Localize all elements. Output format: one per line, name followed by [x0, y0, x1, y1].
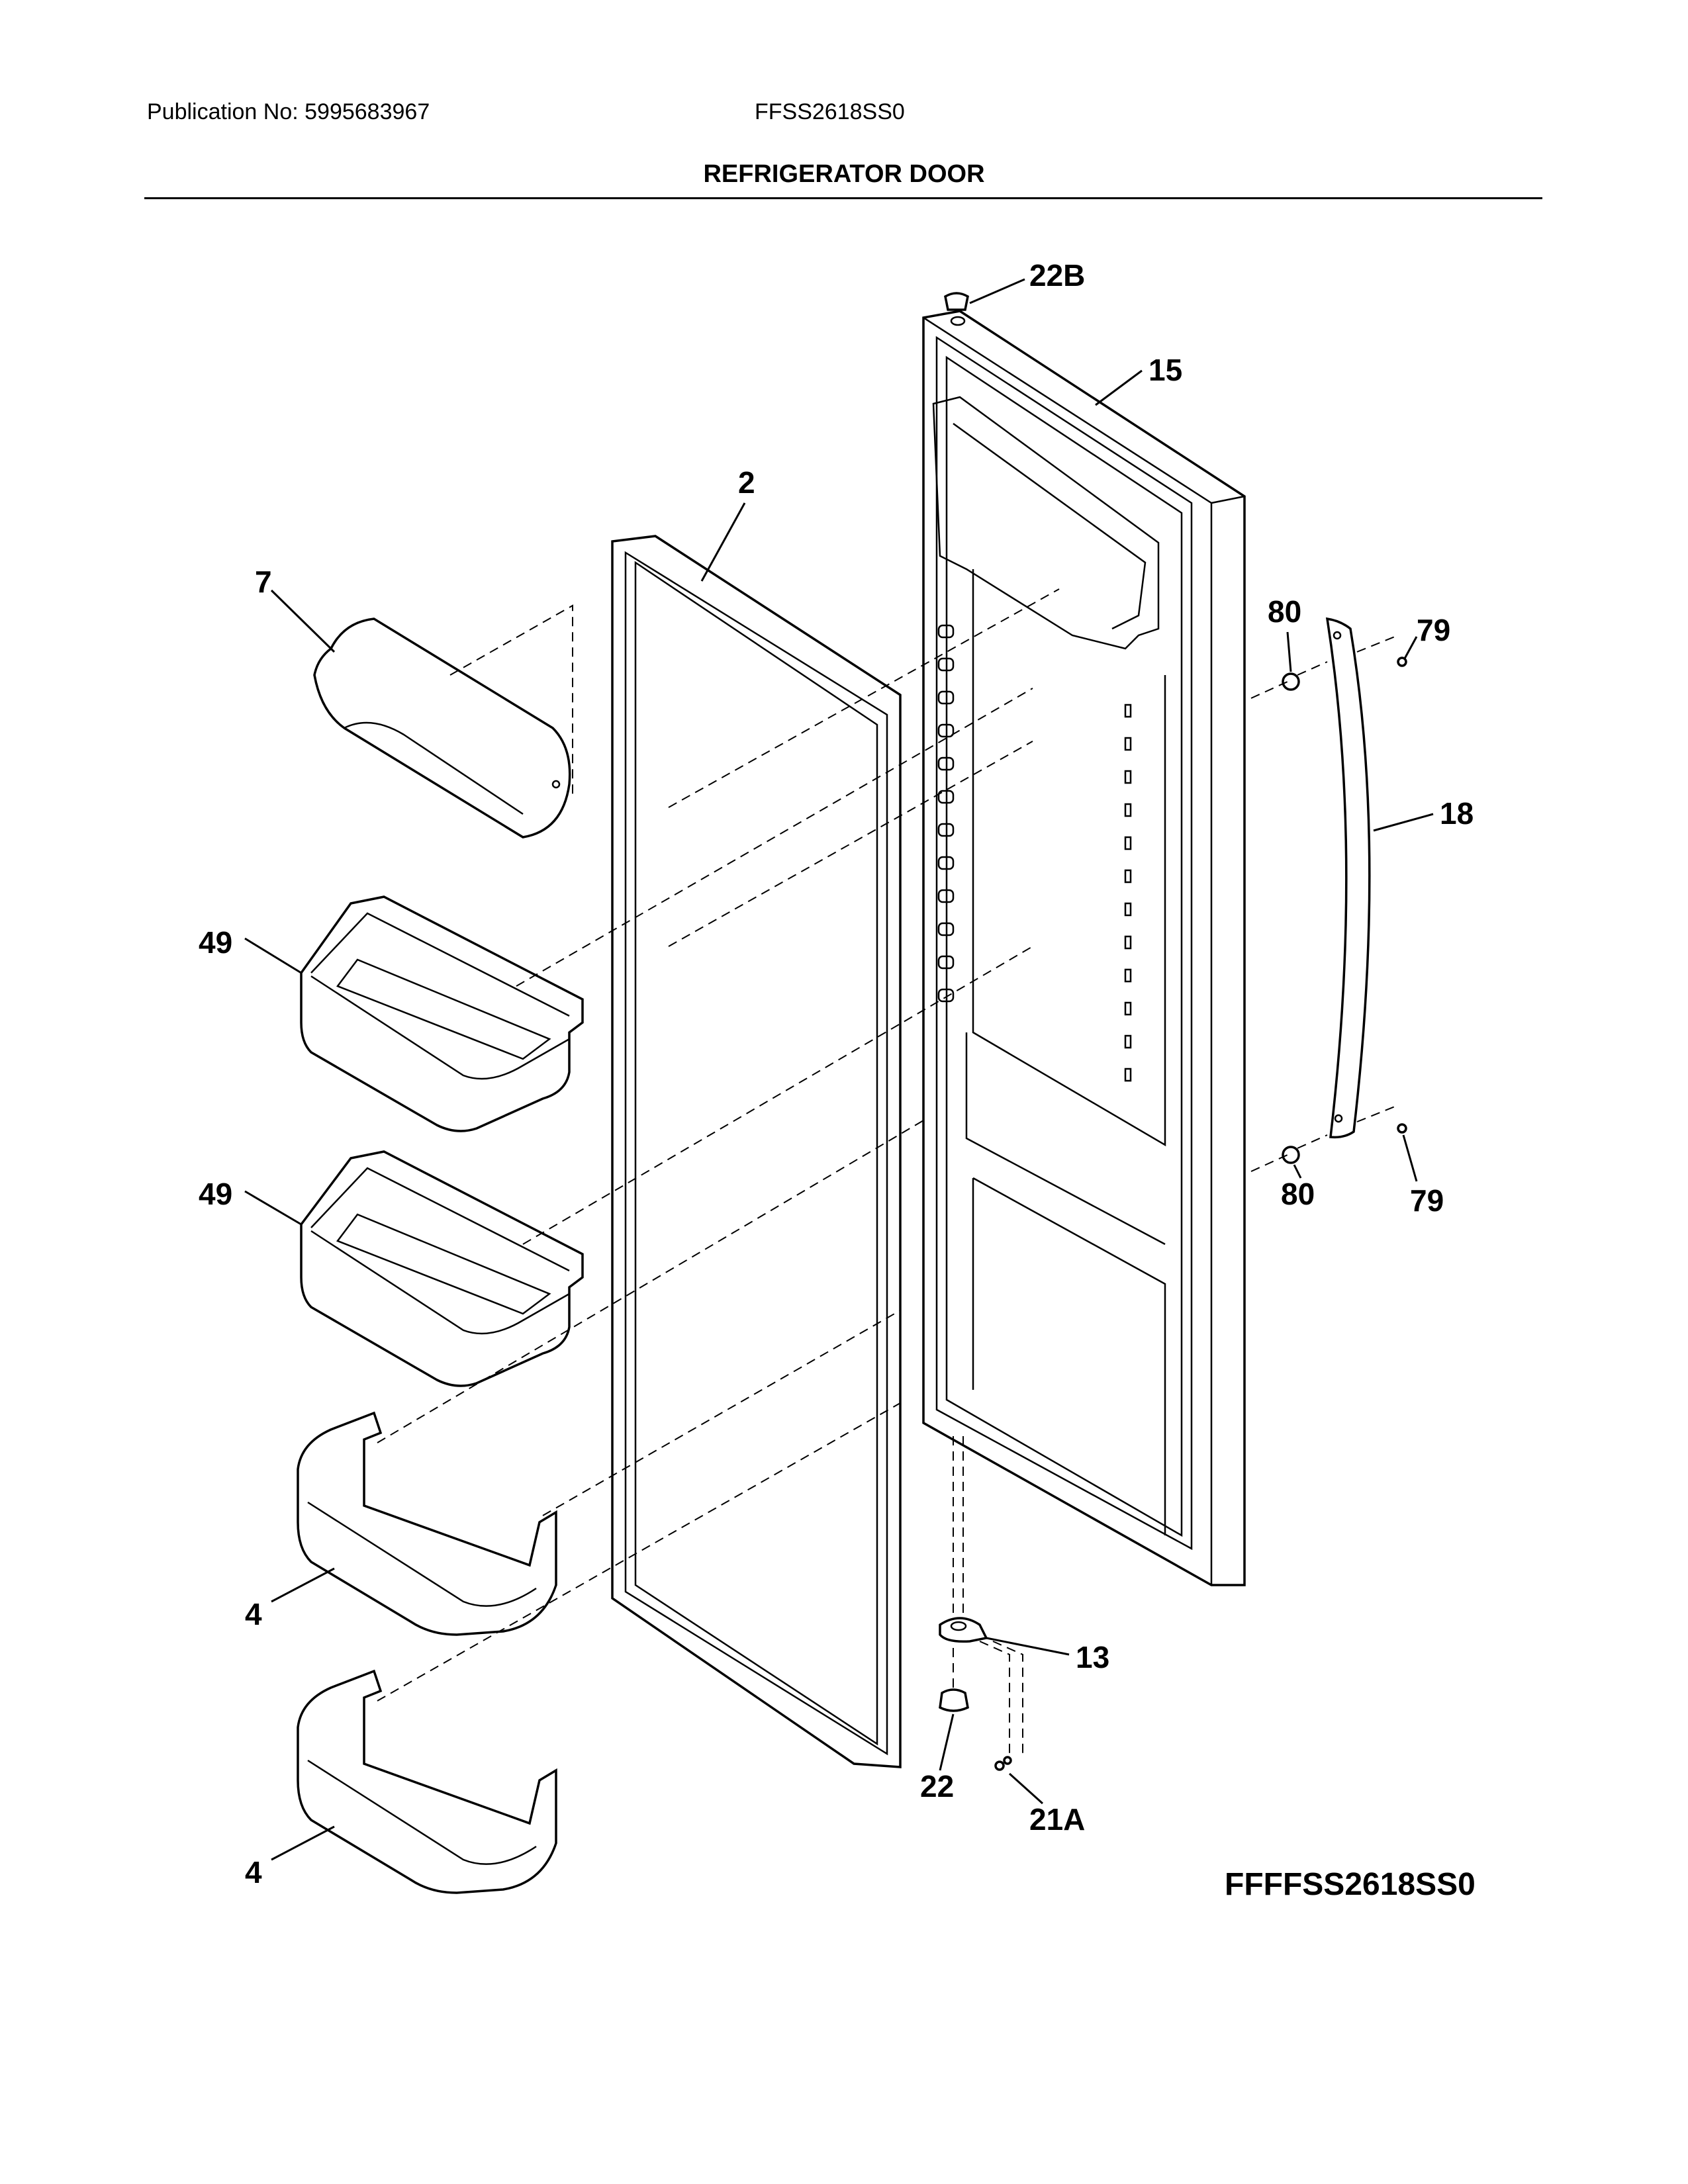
- callout-22B: 22B: [1029, 258, 1085, 293]
- hinge-bushing: [939, 1688, 969, 1712]
- liner-rib: [1124, 968, 1132, 983]
- callout-79-bottom: 79: [1410, 1183, 1444, 1218]
- callout-49-lower: 49: [199, 1177, 232, 1211]
- callout-15: 15: [1149, 353, 1182, 387]
- liner-bump: [937, 790, 955, 804]
- liner-bump: [937, 723, 955, 738]
- callout-80-bottom: 80: [1281, 1177, 1315, 1211]
- door-gasket: [611, 535, 902, 1768]
- lower-hinge: [939, 1617, 988, 1643]
- liner-rib: [1124, 1001, 1132, 1016]
- liner-bump: [937, 856, 955, 870]
- callout-21A: 21A: [1029, 1802, 1085, 1837]
- handle-hardware: [1250, 635, 1407, 1172]
- header-rule: [144, 197, 1542, 199]
- callout-2: 2: [738, 465, 755, 500]
- model-number: FFSS2618SS0: [755, 99, 905, 124]
- liner-rib: [1124, 1068, 1132, 1082]
- liner-rib: [1124, 836, 1132, 850]
- publication-number: Publication No: 5995683967: [147, 99, 430, 124]
- liner-rib: [1124, 803, 1132, 817]
- callout-13: 13: [1076, 1640, 1109, 1674]
- liner-bump: [937, 889, 955, 903]
- door-plug: [944, 292, 969, 311]
- liner-rib: [1124, 935, 1132, 950]
- liner-rib: [1124, 770, 1132, 784]
- callout-49-upper: 49: [199, 925, 232, 960]
- liner-bump: [937, 955, 955, 970]
- callout-80-top: 80: [1268, 594, 1301, 629]
- callout-22: 22: [920, 1769, 954, 1803]
- door-liner-bumps: [937, 624, 1132, 1082]
- liner-rib: [1124, 869, 1132, 884]
- liner-bump: [937, 823, 955, 837]
- liner-bump: [937, 988, 955, 1003]
- liner-bump: [937, 922, 955, 936]
- liner-bump: [937, 756, 955, 771]
- callout-7: 7: [255, 565, 272, 599]
- liner-bump: [937, 624, 955, 639]
- door-bin-upper: [300, 895, 584, 1132]
- door-bin-lower: [300, 1150, 584, 1387]
- liner-bump: [937, 657, 955, 672]
- liner-rib: [1124, 1034, 1132, 1049]
- callout-4-lower: 4: [245, 1855, 262, 1889]
- liner-rib: [1124, 704, 1132, 718]
- liner-bump: [937, 690, 955, 705]
- liner-rib: [1124, 902, 1132, 917]
- section-title: REFRIGERATOR DOOR: [703, 160, 985, 188]
- callout-4-upper: 4: [245, 1597, 262, 1631]
- callout-18: 18: [1440, 796, 1474, 831]
- door-shelf-upper: [297, 1411, 557, 1636]
- hinge-screws: [994, 1756, 1012, 1771]
- liner-rib: [1124, 737, 1132, 751]
- door-assembly: [922, 310, 1246, 1586]
- diagram-code: FFFFSS2618SS0: [1225, 1867, 1476, 1902]
- door-handle: [1325, 617, 1371, 1139]
- callout-79-top: 79: [1417, 613, 1450, 647]
- door-shelf-lower: [297, 1669, 557, 1894]
- dairy-door: [313, 617, 571, 839]
